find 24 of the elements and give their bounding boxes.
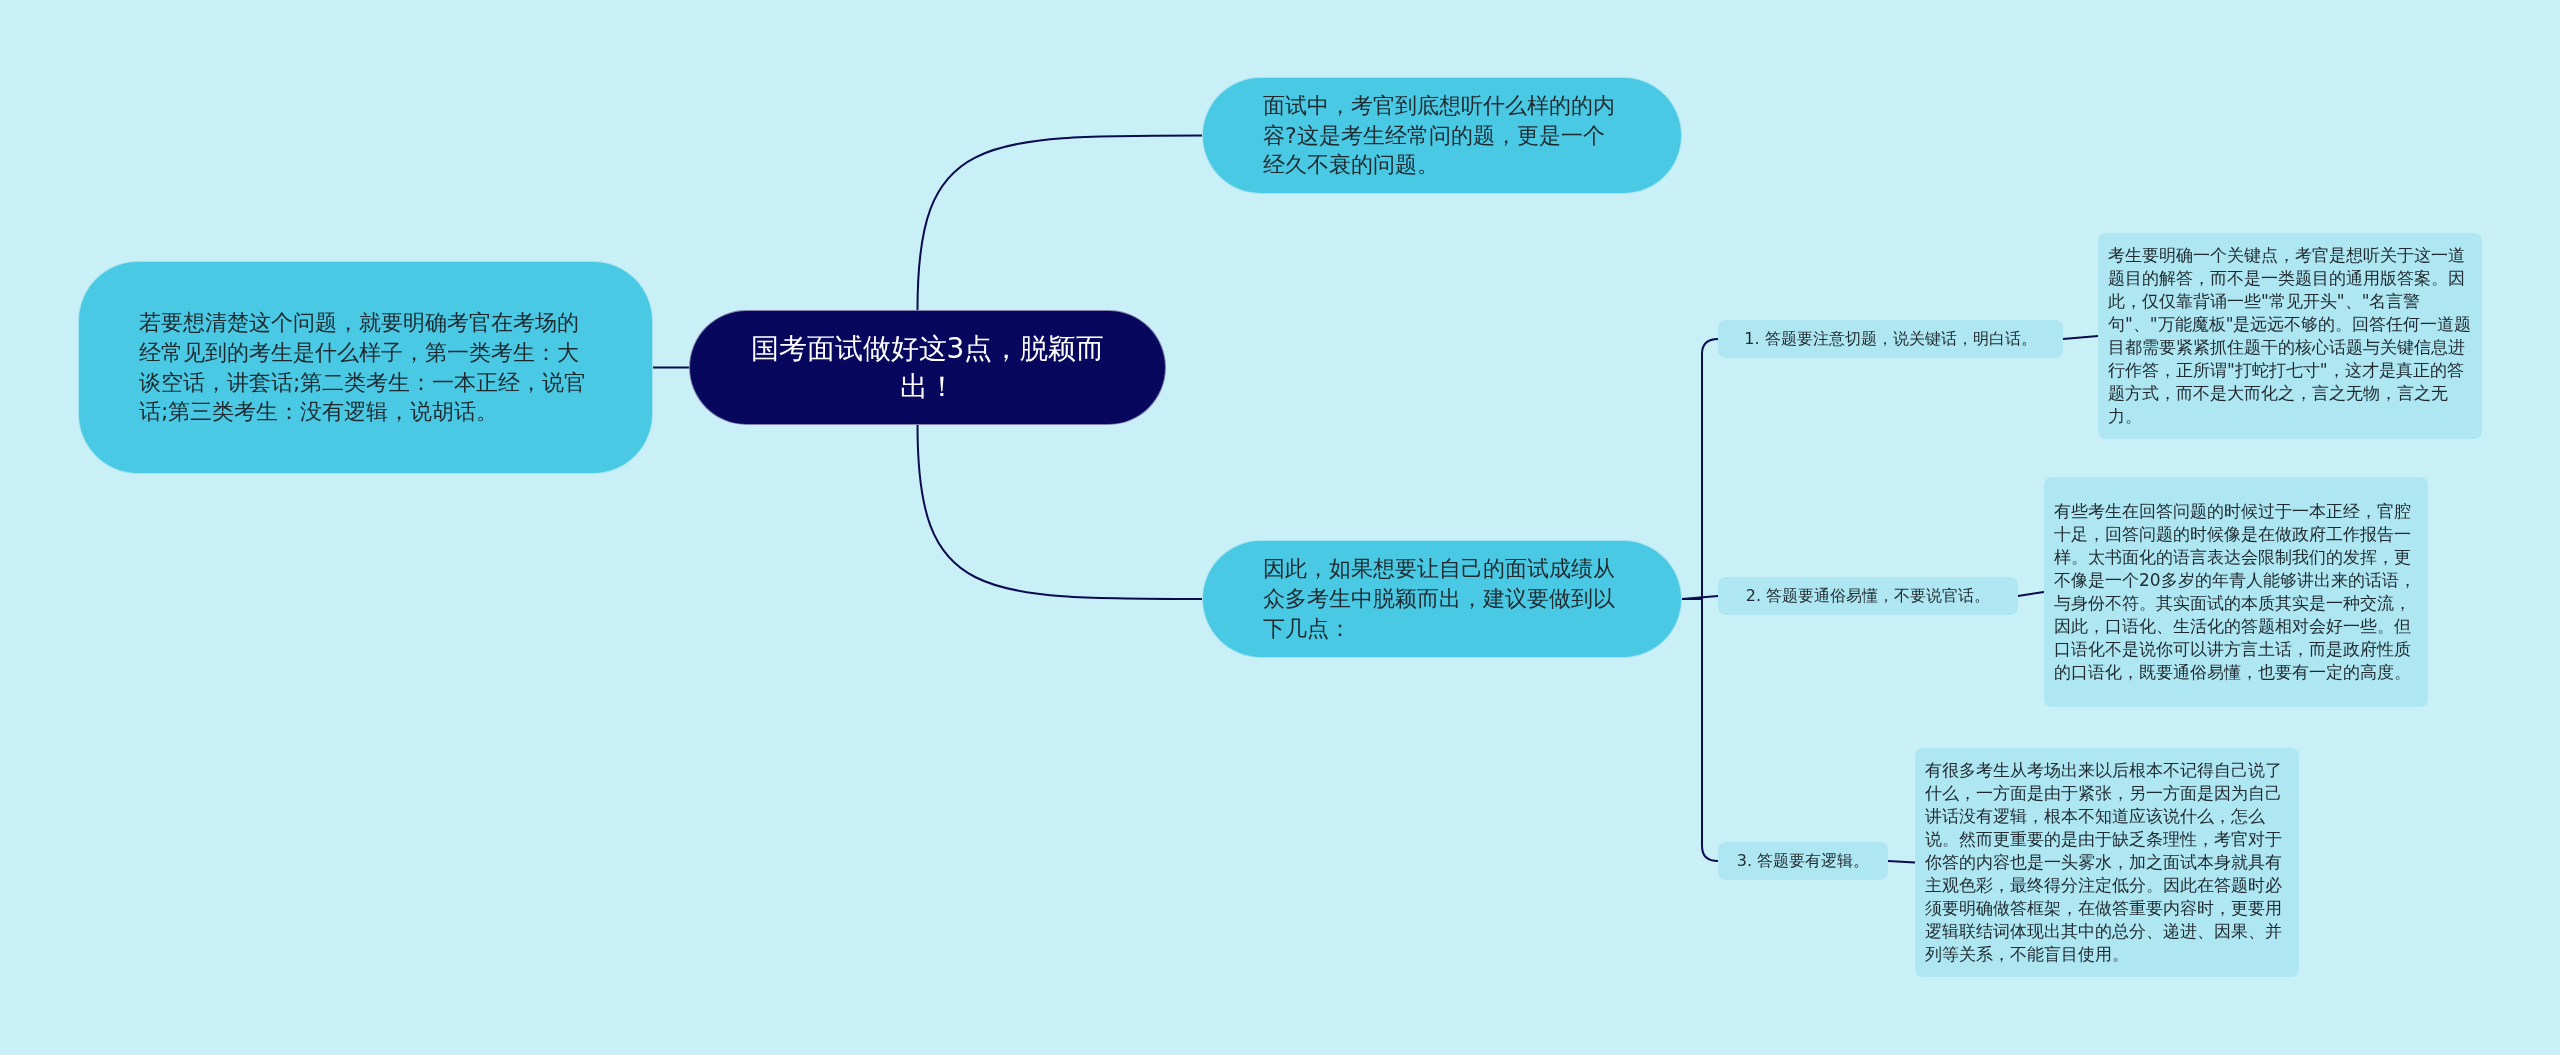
detail-card	[2044, 477, 2428, 707]
node-text: 3. 答题要有逻辑。	[1736, 850, 1870, 872]
connector-line	[2017, 591, 2045, 597]
subtopic-label	[1718, 320, 2063, 358]
node-text: 面试中，考官到底想听什么样的的内容?这是考生经常问的题，更是一个经久不衰的问题。	[1263, 91, 1616, 180]
node-text: 有很多考生从考场出来以后根本不记得自己说了什么，一方面是由于紧张，另一方面是因为自己讲话没有逻辑，根本不知道应该说什么，怎么说。然而更重要的是由于缺乏条理性，考官对于你答的内容也是一头雾水，加之面试本身就具有主观色彩，最终得分注定低分。因此在答题时必须要明确做答框架，在做答重要内容时，更要用逻辑联结词体现出其中的总分、递进、因果、并列等关系，不能盲目使用。	[1925, 759, 2283, 966]
subtopic-label	[1718, 842, 1888, 880]
connector-line	[652, 366, 690, 369]
connector-line	[916, 424, 1203, 600]
node-text: 有些考生在回答问题的时候过于一本正经，官腔十足，回答问题的时候像是在做政府工作报告一样。太书面化的语言表达会限制我们的发挥，更不像是一个20多岁的年青人能够讲出来的话语，与身份不符。其实面试的本质其实是一种交流，因此，口语化、生活化的答题相对会好一些。但口语化不是说你可以讲方言土话，而是政府性质的口语化，既要通俗易懂，也要有一定的高度。	[2054, 500, 2417, 684]
node-text: 2. 答题要通俗易懂，不要说官话。	[1745, 585, 1991, 607]
detail-card	[1915, 748, 2299, 977]
node-text: 若要想清楚这个问题，就要明确考官在考场的经常见到的考生是什么样子，第一类考生：大谈空话，讲套话;第二类考生：一本正经，说官话;第三类考生：没有逻辑，说胡话。	[139, 309, 588, 427]
node-text: 因此，如果想要让自己的面试成绩从众多考生中脱颖而出，建议要做到以下几点：	[1263, 555, 1616, 643]
node-text: 考生要明确一个关键点，考官是想听关于这一道题目的解答，而不是一类题目的通用版答案。因此，仅仅靠背诵一些"常见开头"、"名言警句"、"万能魔板"是远远不够的。回答任何一道题目都需要紧紧抓住题干的核心话题与关键信息进行作答，正所谓"打蛇打七寸"，这才是真正的答题方式，而不是大而化之，言之无物，言之无力。	[2108, 244, 2472, 428]
connector-line	[2062, 335, 2099, 340]
subtopic-label	[1718, 577, 2018, 615]
topic-node	[78, 261, 653, 474]
connector-line	[1887, 860, 1916, 864]
node-text: 1. 答题要注意切题，说关键话，明白话。	[1744, 328, 2037, 350]
connector-line	[1681, 598, 1719, 862]
detail-card	[2098, 233, 2482, 439]
node-text: 国考面试做好这3点，脱颖而出！	[749, 330, 1106, 405]
connector-line	[916, 134, 1203, 311]
